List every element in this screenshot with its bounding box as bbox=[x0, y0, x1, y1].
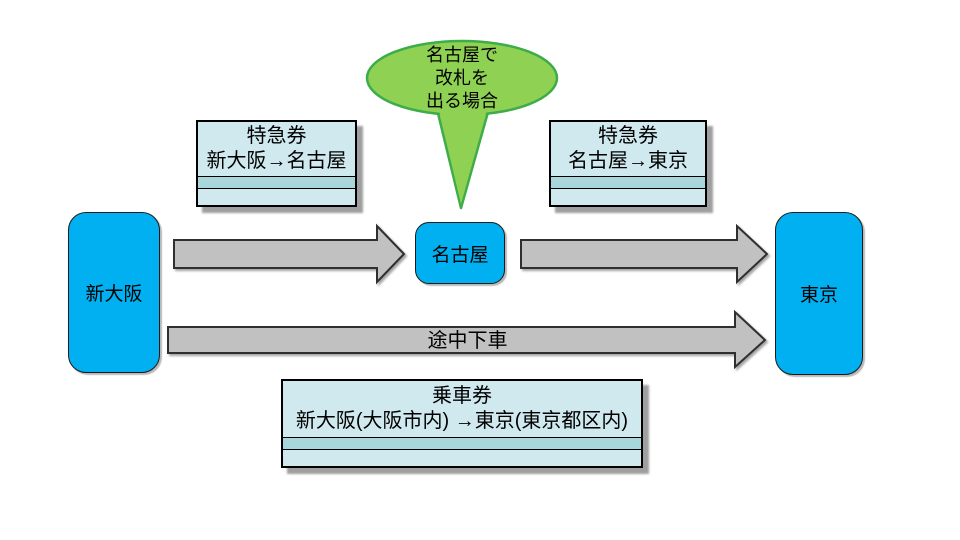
station-tokyo: 東京 bbox=[775, 212, 863, 375]
ticket-stripe bbox=[198, 188, 355, 205]
station-label: 名古屋 bbox=[431, 244, 489, 266]
ticket-title: 乗車券 bbox=[432, 385, 492, 407]
ticket-base-fare-shin-osaka-tokyo: 乗車券 新大阪(大阪市内) →東京(東京都区内) bbox=[281, 379, 643, 468]
ticket-text: 特急券 名古屋→東京 bbox=[551, 122, 705, 176]
station-label: 東京 bbox=[799, 285, 838, 306]
station-nagoya: 名古屋 bbox=[415, 222, 505, 284]
ticket-route: 新大阪→名古屋 bbox=[206, 150, 347, 172]
ticket-route: 名古屋→東京 bbox=[568, 150, 688, 172]
ticket-express-shin-osaka-nagoya: 特急券 新大阪→名古屋 bbox=[196, 120, 357, 207]
arrow-nagoya-to-tokyo bbox=[520, 223, 769, 285]
stopover-arrow-label: 途中下車 bbox=[427, 330, 508, 352]
callout-text: 名古屋で 改札を 出る場合 bbox=[372, 42, 552, 114]
ticket-stripe bbox=[198, 176, 355, 188]
ticket-stripe bbox=[283, 437, 641, 449]
callout-line: 名古屋で bbox=[426, 44, 498, 65]
ticket-title: 特急券 bbox=[598, 125, 658, 147]
arrow-shin-osaka-to-nagoya bbox=[173, 223, 406, 285]
ticket-route: 新大阪(大阪市内) →東京(東京都区内) bbox=[295, 410, 629, 432]
ticket-stripe bbox=[551, 188, 705, 205]
ticket-title: 特急券 bbox=[246, 125, 307, 147]
arrow-shin-osaka-to-tokyo bbox=[167, 309, 767, 370]
ticket-stripe bbox=[551, 176, 705, 188]
callout-bubble-shape bbox=[365, 39, 559, 210]
ticket-text: 乗車券 新大阪(大阪市内) →東京(東京都区内) bbox=[283, 381, 641, 437]
callout-line: 出る場合 bbox=[426, 90, 498, 111]
ticket-text: 特急券 新大阪→名古屋 bbox=[198, 122, 355, 176]
station-label: 新大阪 bbox=[85, 284, 143, 305]
callout-line: 改札を bbox=[435, 67, 489, 88]
ticket-express-nagoya-tokyo: 特急券 名古屋→東京 bbox=[549, 120, 707, 207]
station-shin-osaka: 新大阪 bbox=[68, 212, 160, 373]
ticket-stripe bbox=[283, 449, 641, 466]
